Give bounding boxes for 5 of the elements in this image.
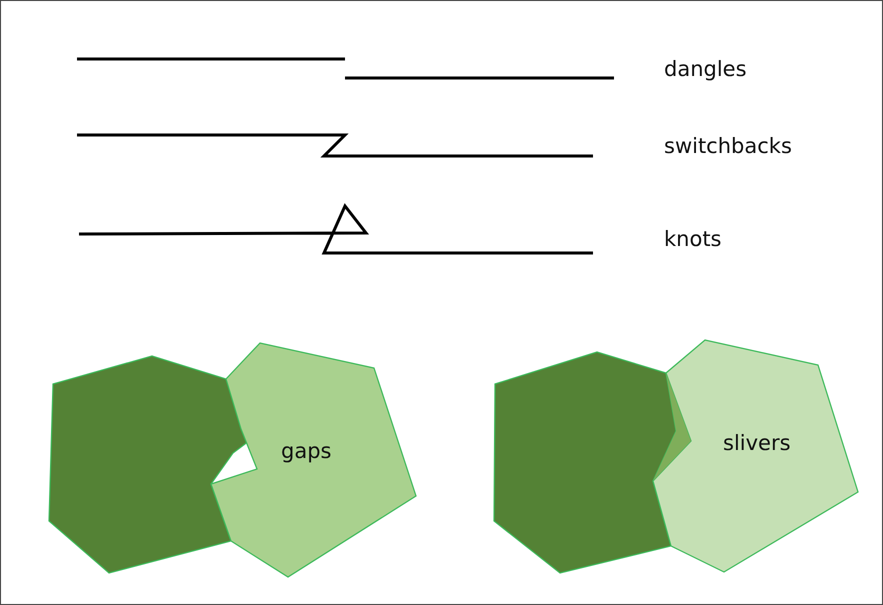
feature-label: gaps — [281, 441, 332, 462]
feature-label: slivers — [723, 433, 791, 454]
feature-label: switchbacks — [664, 136, 792, 157]
feature-label: dangles — [664, 59, 747, 80]
feature-label: knots — [664, 229, 722, 250]
